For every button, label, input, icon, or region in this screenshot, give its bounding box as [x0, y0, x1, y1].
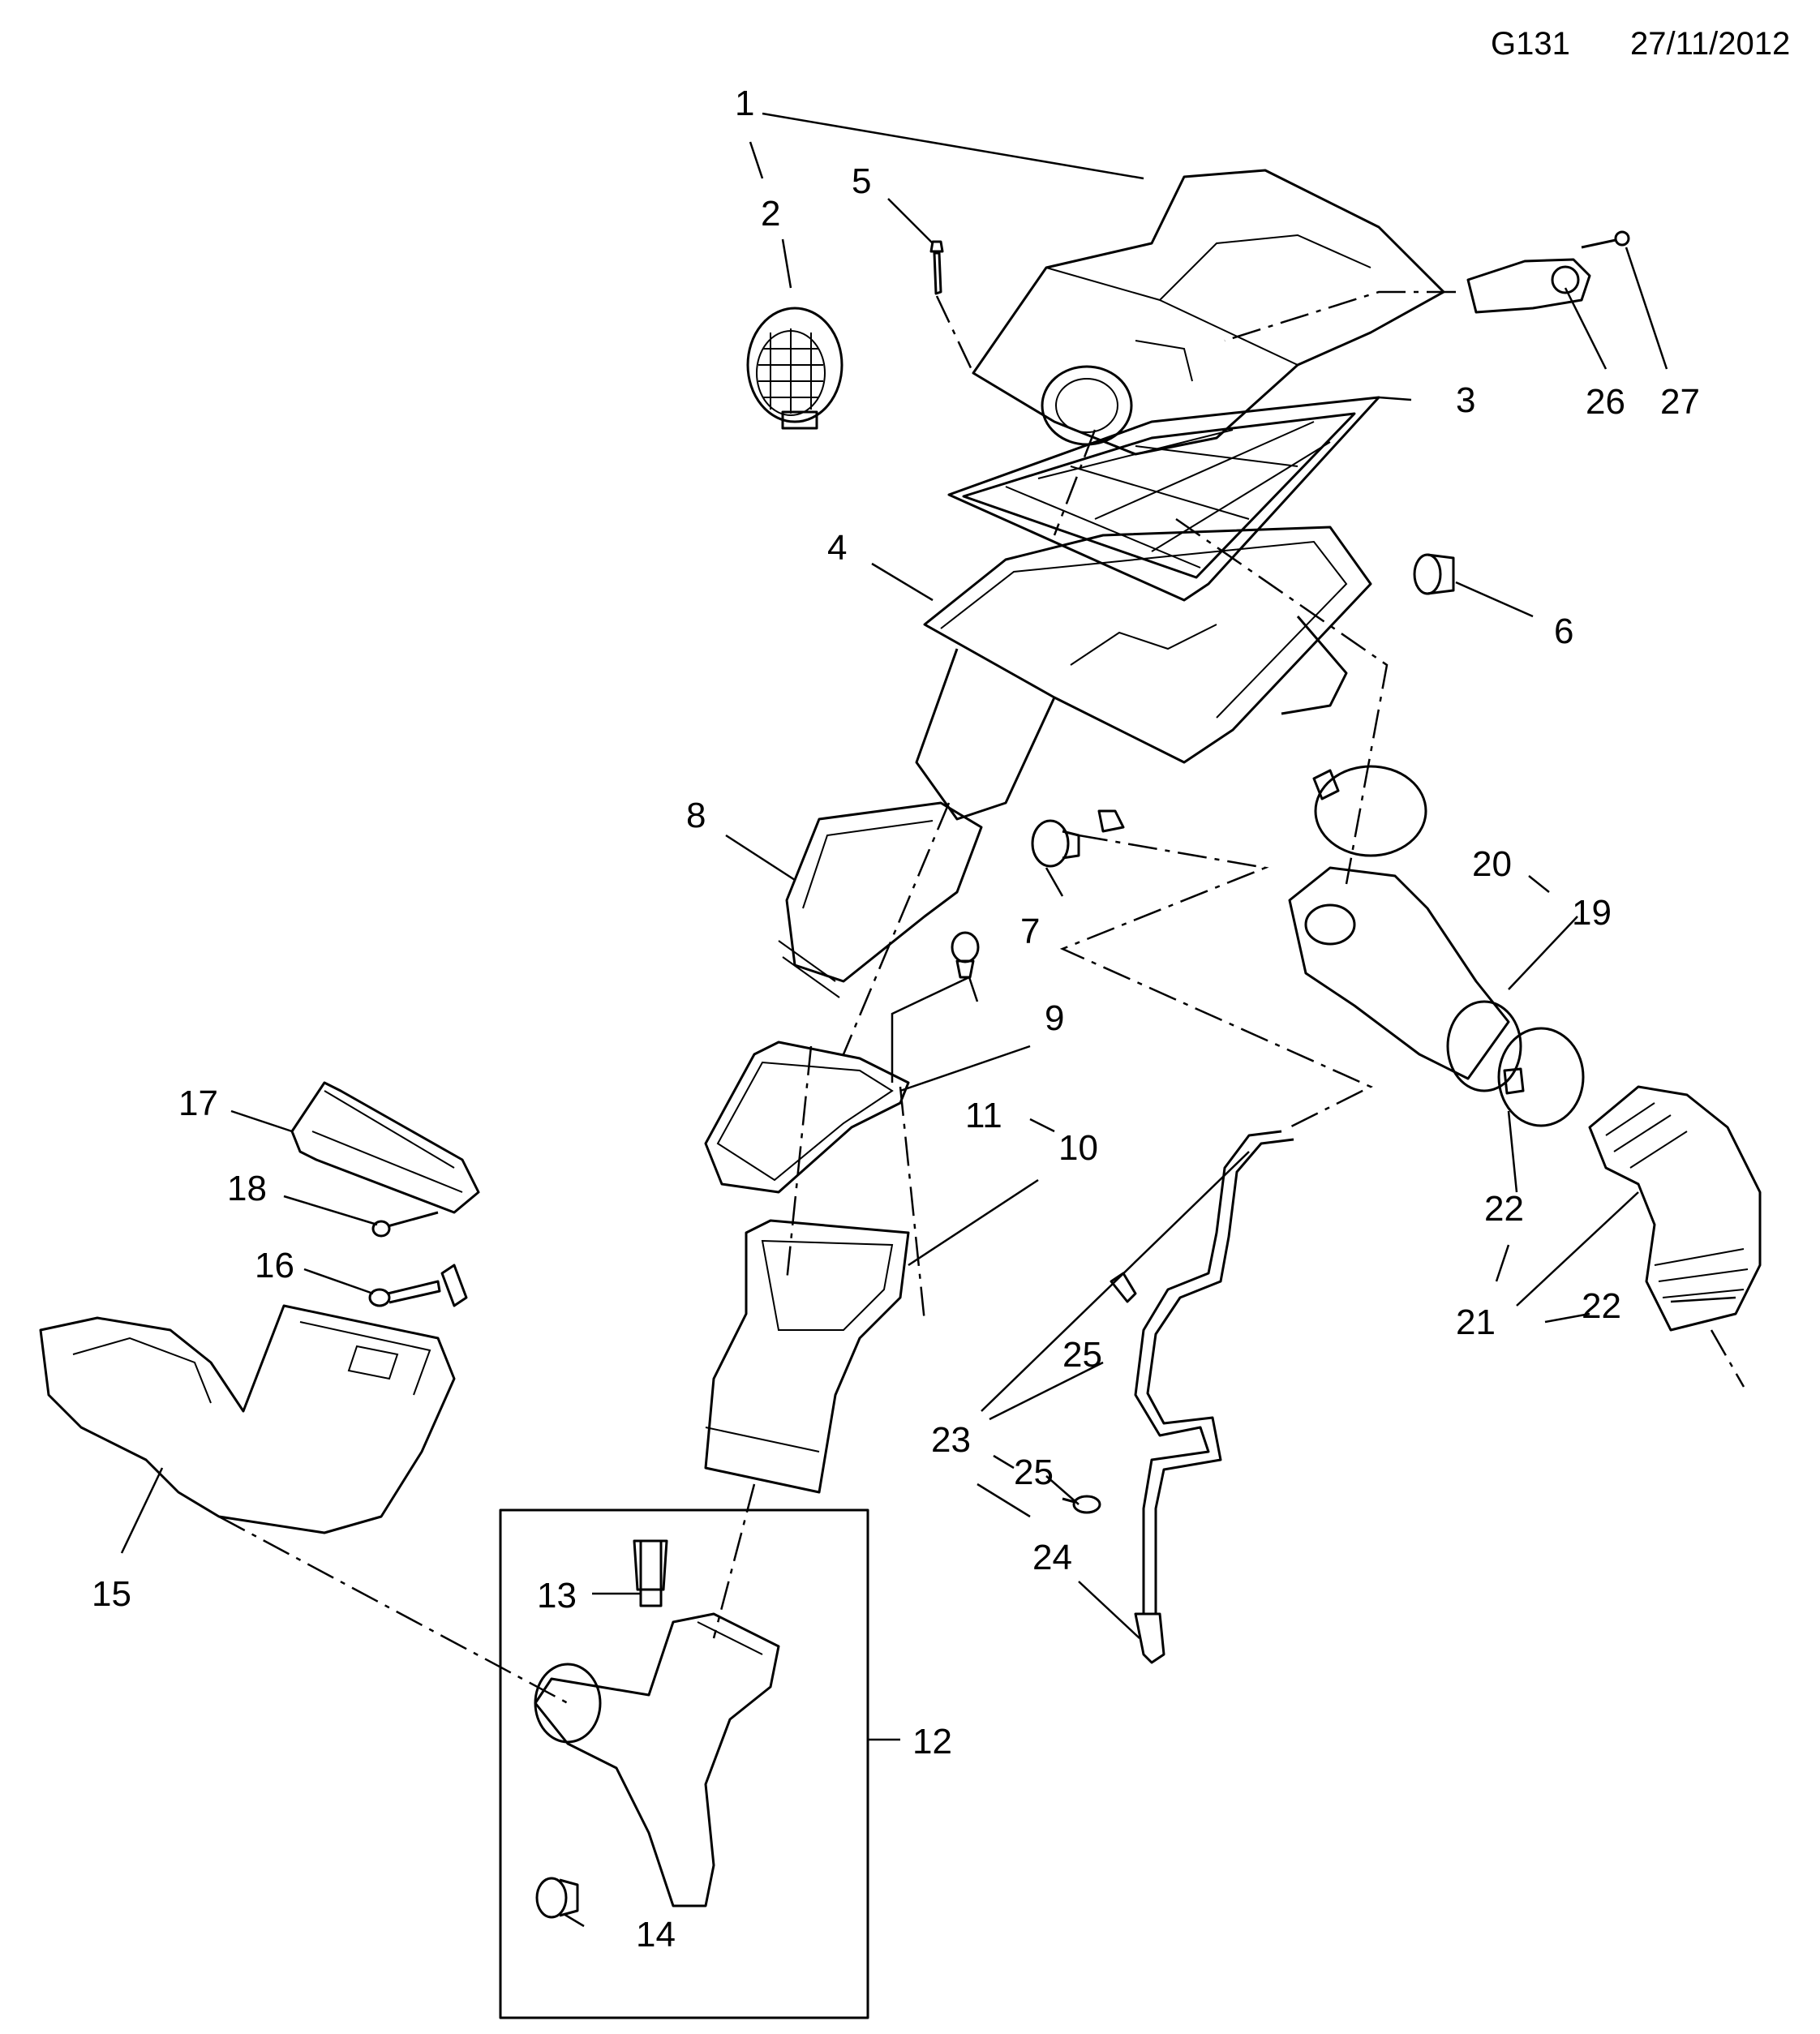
callout-6: 6 [1554, 611, 1573, 651]
callout-19: 19 [1572, 893, 1612, 933]
callout-2: 2 [761, 194, 780, 234]
callout-26: 26 [1586, 382, 1625, 422]
callout-10: 10 [1058, 1128, 1098, 1168]
callout-16: 16 [255, 1246, 294, 1285]
callout-14: 14 [636, 1915, 676, 1955]
front-intake-duct-drawing [39, 1304, 456, 1534]
callout-25-upper: 25 [1062, 1335, 1102, 1375]
callout-23: 23 [931, 1420, 971, 1460]
intake-duct-middle-drawing [704, 1219, 910, 1494]
bolt-16-drawing [368, 1264, 468, 1307]
seal-gasket-drawing [704, 1041, 910, 1194]
air-cleaner-cover-drawing [972, 169, 1445, 456]
callout-3: 3 [1456, 380, 1475, 420]
callout-labels: 1 2 3 4 5 6 7 8 9 10 11 12 13 14 15 16 1… [92, 84, 1700, 1955]
plug-9-drawing [951, 931, 980, 979]
turbo-intake-hose-drawing [1588, 1085, 1762, 1332]
clip-25-upper-drawing [1110, 1272, 1137, 1303]
callout-1: 1 [735, 84, 754, 123]
air-intake-duct-upper-drawing [778, 801, 983, 998]
hose-clamp-22-drawing [1497, 1027, 1585, 1127]
screw-5-drawing [929, 240, 944, 295]
callout-27: 27 [1660, 382, 1700, 422]
clip-25-lower-drawing [1062, 1495, 1101, 1514]
callout-24: 24 [1032, 1538, 1072, 1577]
grommet-14-drawing [535, 1877, 579, 1919]
callout-21: 21 [1456, 1302, 1496, 1342]
resonator-assembly-box [499, 1508, 869, 2019]
callout-4: 4 [827, 528, 847, 568]
screw-27-drawing [1581, 230, 1630, 249]
alignment-lines [218, 290, 1745, 1705]
callout-5: 5 [852, 161, 871, 201]
callout-7: 7 [1020, 912, 1040, 951]
grommet-13-drawing [633, 1539, 668, 1591]
intake-hose-drawing [1288, 866, 1522, 1092]
callout-18: 18 [227, 1169, 267, 1208]
diagram-code: G131 [1491, 26, 1570, 62]
callout-12: 12 [912, 1722, 952, 1762]
breather-pipe-drawing [1134, 1130, 1294, 1664]
callout-9: 9 [1045, 998, 1064, 1038]
callout-8: 8 [686, 796, 706, 835]
air-cleaner-lower-housing-drawing [915, 526, 1372, 821]
air-filter-element-drawing [947, 396, 1380, 602]
screw-18-drawing [371, 1211, 439, 1238]
callout-20: 20 [1472, 844, 1512, 884]
grommet-6-drawing [1413, 553, 1455, 595]
leader-lines [120, 112, 1736, 1928]
diagram-date: 27/11/2012 [1630, 26, 1791, 62]
callout-13: 13 [537, 1576, 577, 1616]
air-deflector-drawing [290, 1081, 480, 1214]
sensor-26-drawing [1466, 258, 1591, 314]
callout-17: 17 [178, 1084, 218, 1123]
callout-25-lower: 25 [1014, 1453, 1054, 1492]
callout-22-upper: 22 [1484, 1189, 1524, 1229]
callout-11: 11 [965, 1096, 1002, 1135]
mass-air-flow-sensor-drawing [746, 307, 843, 430]
callout-22-lower: 22 [1582, 1286, 1621, 1326]
grommet-7-drawing [1031, 809, 1125, 868]
hose-clamp-20-drawing [1312, 765, 1427, 857]
callout-15: 15 [92, 1574, 131, 1614]
